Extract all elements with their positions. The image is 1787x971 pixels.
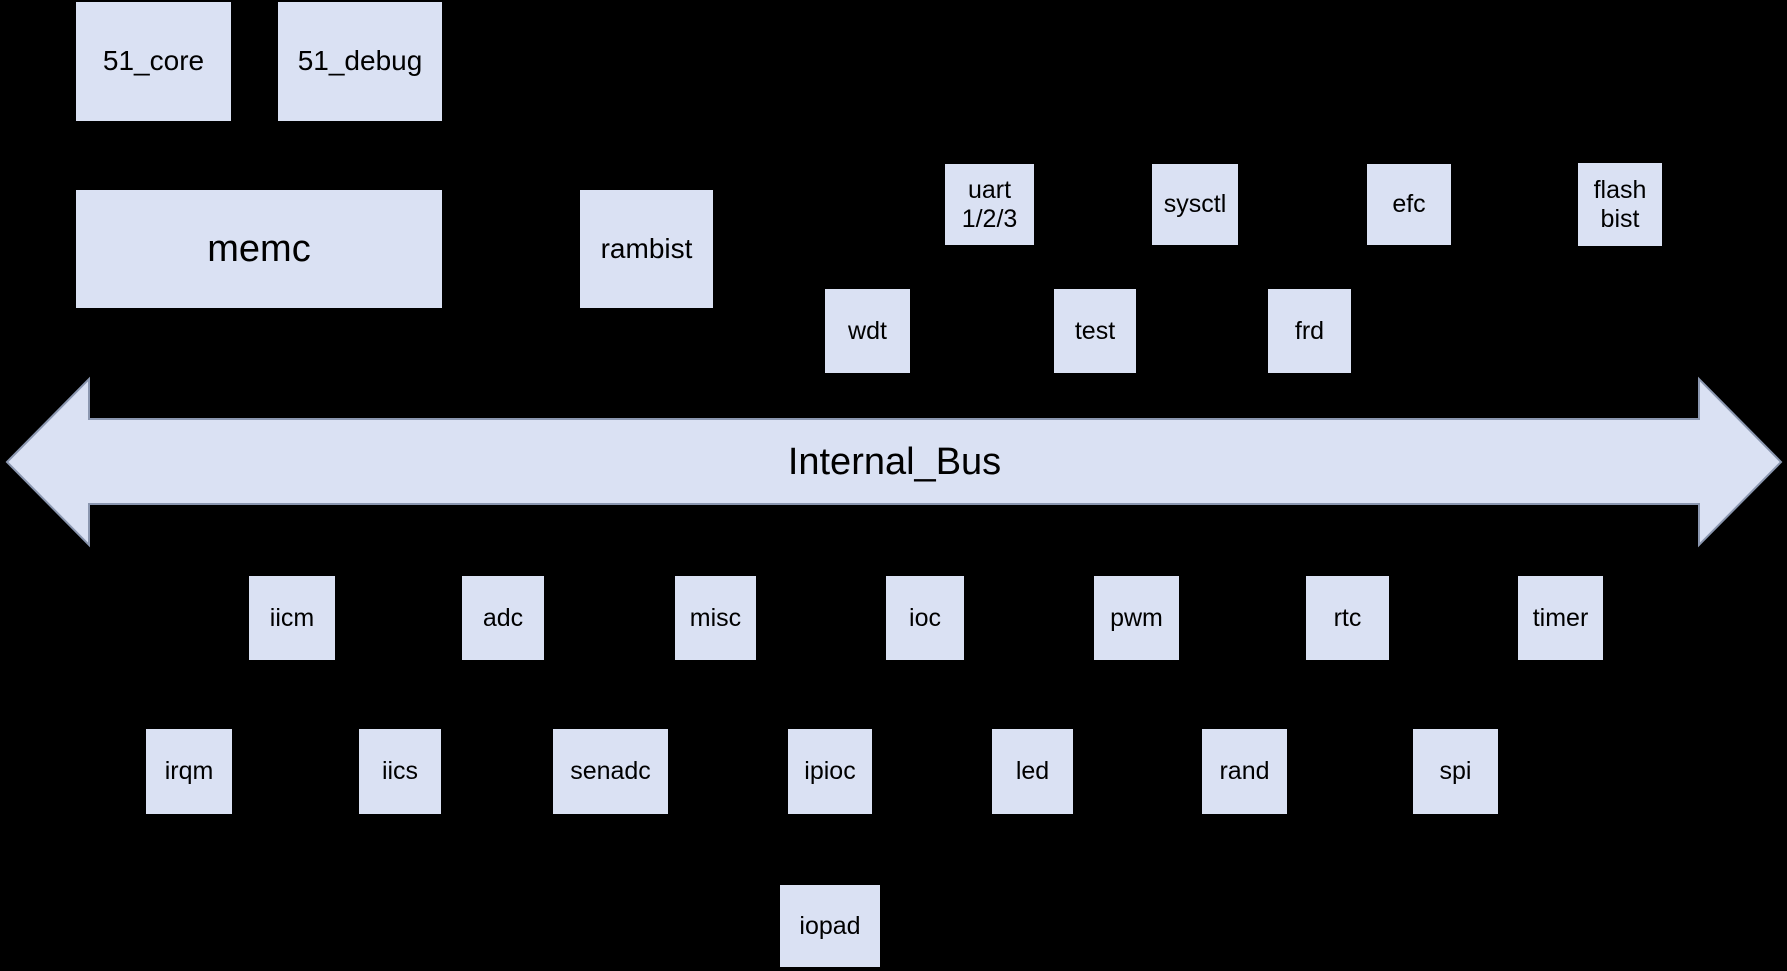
block-ioc: ioc bbox=[886, 576, 964, 660]
block-iopad: iopad bbox=[780, 885, 880, 967]
block-51-core: 51_core bbox=[76, 2, 231, 121]
block-ipioc: ipioc bbox=[788, 729, 872, 814]
block-test: test bbox=[1054, 289, 1136, 373]
block-timer: timer bbox=[1518, 576, 1603, 660]
block-frd: frd bbox=[1268, 289, 1351, 373]
block-spi: spi bbox=[1413, 729, 1498, 814]
block-senadc: senadc bbox=[553, 729, 668, 814]
block-flash-bist: flash bist bbox=[1578, 163, 1662, 246]
block-rambist: rambist bbox=[580, 190, 713, 308]
block-iicm: iicm bbox=[249, 576, 335, 660]
block-sysctl: sysctl bbox=[1152, 164, 1238, 245]
block-led: led bbox=[992, 729, 1073, 814]
block-efc: efc bbox=[1367, 164, 1451, 245]
block-irqm: irqm bbox=[146, 729, 232, 814]
block-rtc: rtc bbox=[1306, 576, 1389, 660]
block-51-debug: 51_debug bbox=[278, 2, 442, 121]
block-wdt: wdt bbox=[825, 289, 910, 373]
internal-bus-shape bbox=[5, 376, 1783, 548]
block-uart123: uart 1/2/3 bbox=[945, 164, 1034, 245]
block-memc: memc bbox=[76, 190, 442, 308]
block-iics: iics bbox=[359, 729, 441, 814]
block-misc: misc bbox=[675, 576, 756, 660]
block-rand: rand bbox=[1202, 729, 1287, 814]
block-adc: adc bbox=[462, 576, 544, 660]
internal-bus-label: Internal_Bus bbox=[787, 440, 1002, 483]
block-pwm: pwm bbox=[1094, 576, 1179, 660]
